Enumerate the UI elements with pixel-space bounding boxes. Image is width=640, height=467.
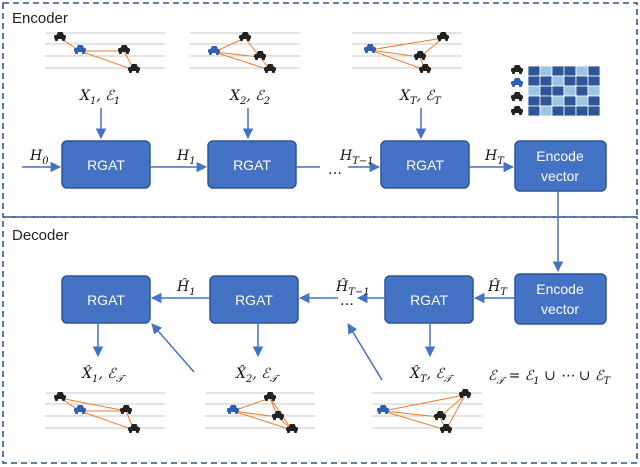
encoder-input-label-2: X2, ℰ2 xyxy=(229,88,270,107)
svg-text:RGAT: RGAT xyxy=(235,292,273,308)
encoder-input-label-1: X1, ℰ1 xyxy=(79,88,120,107)
matrix-cell xyxy=(587,65,601,77)
car-icon xyxy=(511,92,523,102)
car-icon xyxy=(511,78,523,88)
matrix-cell xyxy=(587,85,601,97)
car-icon xyxy=(74,405,86,415)
matrix-cell xyxy=(575,65,589,77)
matrix-cell xyxy=(539,85,553,97)
encoder-scene-2 xyxy=(190,32,300,74)
decoder-output-label-1: X̂1, ℰ𝒯 xyxy=(81,364,127,385)
svg-text:Encode: Encode xyxy=(536,281,584,297)
state-label-h-t-minus-1: HT−1 xyxy=(339,148,374,167)
matrix-cell xyxy=(587,95,601,107)
encoder-scene-3 xyxy=(352,32,462,74)
matrix-cell xyxy=(563,85,577,97)
encoder-rgat-2: RGAT xyxy=(207,140,297,189)
matrix-cell xyxy=(563,75,577,87)
encoder-scene-1 xyxy=(45,32,165,74)
state-label-ht-minus-1-hat: ĤT−1 xyxy=(335,277,370,298)
matrix-cell xyxy=(527,105,541,117)
car-icon xyxy=(74,45,86,55)
matrix-cell xyxy=(551,95,565,107)
state-label-ht-hat: ĤT xyxy=(487,277,508,298)
car-icon xyxy=(434,411,446,421)
svg-text:RGAT: RGAT xyxy=(233,157,271,173)
encoder-title: Encoder xyxy=(12,10,68,27)
car-icon xyxy=(364,44,376,54)
matrix-cell xyxy=(587,105,601,117)
matrix-cell xyxy=(527,65,541,77)
decoder-scene-2 xyxy=(205,392,315,434)
matrix-cell xyxy=(575,85,589,97)
car-icon xyxy=(118,45,130,55)
car-icon xyxy=(440,424,452,434)
matrix-cell xyxy=(575,105,589,117)
decoder-rgat-1: RGAT xyxy=(61,275,151,324)
car-icon xyxy=(120,405,132,415)
matrix-cell xyxy=(563,65,577,77)
svg-text:RGAT: RGAT xyxy=(87,292,125,308)
car-icon xyxy=(414,51,426,61)
matrix-cell xyxy=(563,105,577,117)
decoder-output-label-2: X̂2, ℰ𝒯 xyxy=(235,364,281,385)
matrix-cell xyxy=(551,105,565,117)
matrix-cell xyxy=(575,75,589,87)
decoder-ellipsis: … xyxy=(340,293,354,309)
encoder-input-label-3: XT, ℰT xyxy=(399,88,442,107)
state-label-h1: H1 xyxy=(176,148,196,167)
decoder-output-label-3: X̂T, ℰ𝒯 xyxy=(409,364,455,385)
encoder-ellipsis: … xyxy=(328,162,342,178)
decoder-rgat-2: RGAT xyxy=(209,275,299,324)
matrix-cell xyxy=(551,85,565,97)
matrix-cell xyxy=(527,85,541,97)
edge-union-formula: ℰ𝒯 = ℰ1 ∪ ⋯ ∪ ℰT xyxy=(488,368,611,387)
car-icon xyxy=(227,405,239,415)
state-label-h1-hat: Ĥ1 xyxy=(176,277,196,298)
car-icon xyxy=(272,411,284,421)
matrix-cell xyxy=(539,75,553,87)
matrix-cell xyxy=(539,105,553,117)
svg-text:RGAT: RGAT xyxy=(87,157,125,173)
svg-text:Encode: Encode xyxy=(536,148,584,164)
car-icon xyxy=(128,424,140,434)
matrix-cell xyxy=(587,75,601,87)
decoder-encode-vector: Encode vector xyxy=(514,273,607,325)
svg-text:vector: vector xyxy=(541,168,579,184)
matrix-cell xyxy=(527,75,541,87)
svg-text:RGAT: RGAT xyxy=(406,157,444,173)
matrix-cell xyxy=(551,75,565,87)
adjacency-matrix xyxy=(511,65,601,117)
decoder-scene-1 xyxy=(45,392,165,434)
decoder-scene-3 xyxy=(372,389,482,434)
car-icon xyxy=(459,389,471,399)
svg-text:vector: vector xyxy=(541,301,579,317)
matrix-cell xyxy=(539,65,553,77)
matrix-cell xyxy=(539,95,553,107)
encoder-frame xyxy=(2,2,638,218)
car-icon xyxy=(377,405,389,415)
car-icon xyxy=(286,424,298,434)
car-icon xyxy=(264,64,276,74)
matrix-cell xyxy=(527,95,541,107)
state-label-h0: H0 xyxy=(29,148,49,167)
car-icon xyxy=(511,65,523,75)
decoder-title: Decoder xyxy=(12,227,69,244)
arrow xyxy=(151,323,195,373)
car-icon xyxy=(208,46,220,56)
encoder-rgat-3: RGAT xyxy=(380,140,470,189)
svg-text:RGAT: RGAT xyxy=(410,292,448,308)
matrix-cell xyxy=(575,95,589,107)
car-icon xyxy=(419,64,431,74)
matrix-cell xyxy=(563,95,577,107)
encoder-rgat-1: RGAT xyxy=(61,140,151,189)
state-label-ht: HT xyxy=(484,148,505,167)
encoder-encode-vector: Encode vector xyxy=(514,140,607,192)
car-icon xyxy=(128,64,140,74)
decoder-rgat-3: RGAT xyxy=(384,275,474,324)
arrow xyxy=(347,323,383,381)
matrix-cell xyxy=(551,65,565,77)
car-icon xyxy=(511,106,523,116)
